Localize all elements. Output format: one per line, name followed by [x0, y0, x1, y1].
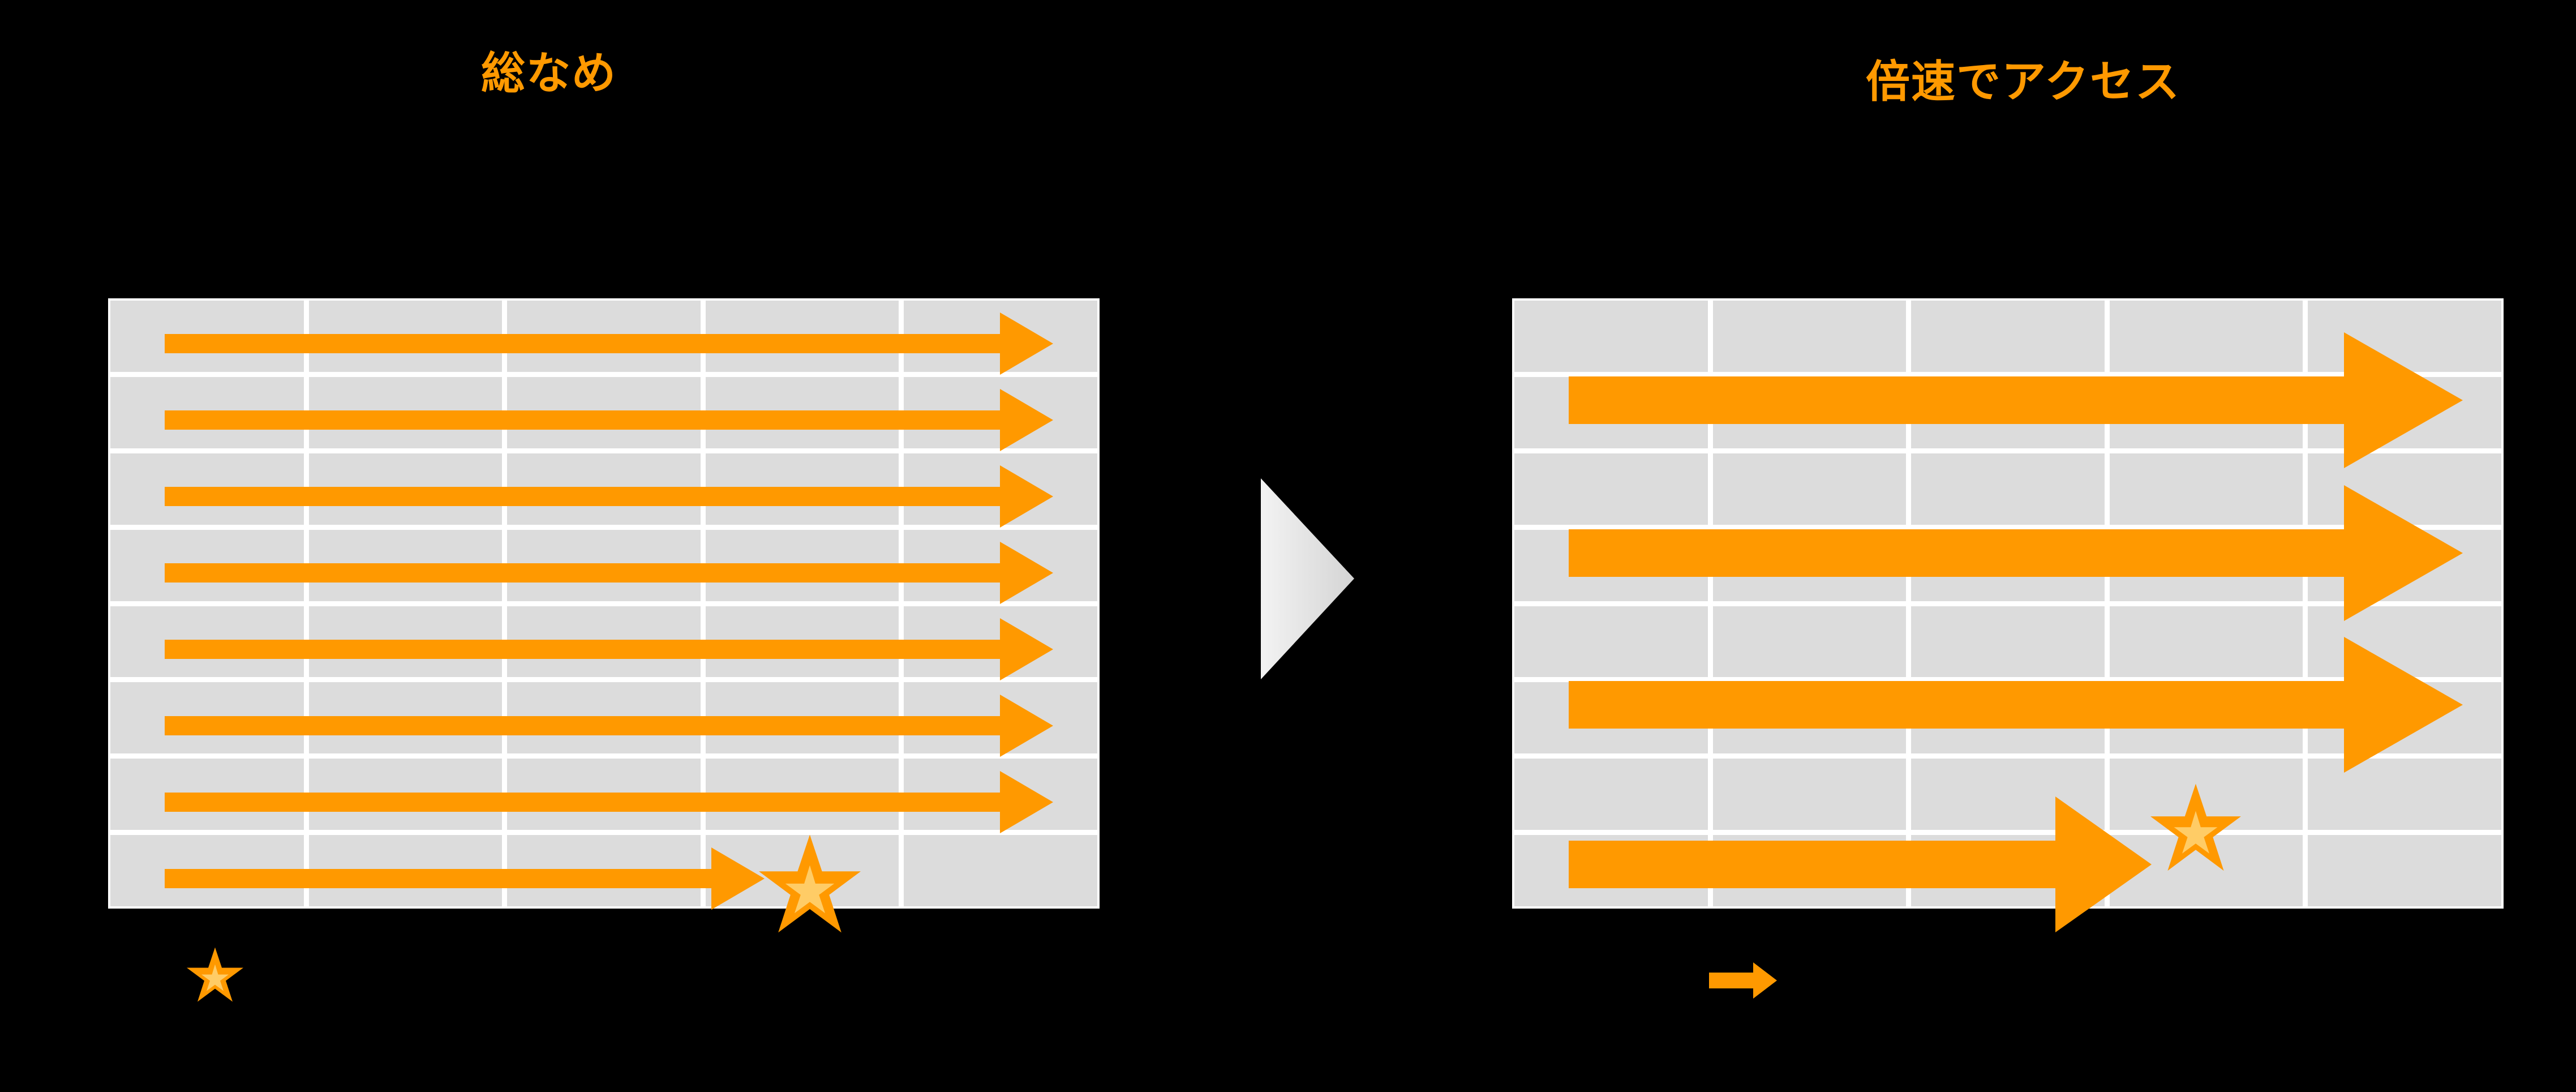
table-cell: [507, 529, 701, 601]
table-cell: [1712, 453, 1907, 525]
table-cell: [507, 835, 701, 906]
table-cell: [308, 606, 503, 678]
table-cell: [1514, 759, 1708, 830]
table-cell: [1712, 376, 1907, 448]
table-cell: [2308, 453, 2501, 525]
table-cell: [507, 376, 701, 448]
table-cell: [2109, 682, 2303, 754]
table-cell: [1514, 529, 1708, 601]
table-cell: [308, 453, 503, 525]
table-cell: [507, 301, 701, 372]
table-cell: [2109, 759, 2303, 830]
right-table-grid: [1512, 298, 2504, 909]
table-cell: [308, 682, 503, 754]
table-cell: [705, 529, 899, 601]
table-cell: [308, 759, 503, 830]
table-cell: [308, 376, 503, 448]
table-cell: [1911, 835, 2105, 906]
table-cell: [705, 759, 899, 830]
table-cell: [2308, 759, 2501, 830]
table-cell: [1911, 682, 2105, 754]
left-panel-title: 総なめ: [480, 48, 617, 98]
table-cell: [904, 606, 1097, 678]
table-cell: [2308, 301, 2501, 372]
table-cell: [110, 376, 304, 448]
table-cell: [110, 835, 304, 906]
table-cell: [2308, 376, 2501, 448]
arrow-right-icon: [1709, 962, 1777, 999]
table-cell: [1911, 376, 2105, 448]
table-cell: [507, 606, 701, 678]
table-cell: [904, 835, 1097, 906]
table-cell: [705, 606, 899, 678]
table-cell: [904, 301, 1097, 372]
table-cell: [1712, 682, 1907, 754]
table-cell: [507, 682, 701, 754]
table-cell: [110, 301, 304, 372]
table-cell: [110, 453, 304, 525]
table-cell: [1712, 606, 1907, 678]
table-cell: [904, 759, 1097, 830]
table-cell: [507, 759, 701, 830]
table-cell: [2308, 606, 2501, 678]
table-cell: [1514, 835, 1708, 906]
table-cell: [1514, 301, 1708, 372]
table-cell: [2308, 529, 2501, 601]
table-cell: [507, 453, 701, 525]
legend-arrow-entry: [1709, 962, 1792, 999]
table-cell: [1911, 759, 2105, 830]
table-cell: [1514, 606, 1708, 678]
table-cell: [308, 301, 503, 372]
left-table-grid: [108, 298, 1100, 909]
table-cell: [1514, 376, 1708, 448]
table-cell: [904, 376, 1097, 448]
table-cell: [1712, 759, 1907, 830]
table-cell: [705, 301, 899, 372]
table-cell: [2109, 606, 2303, 678]
table-cell: [110, 682, 304, 754]
table-cell: [904, 682, 1097, 754]
table-cell: [1514, 682, 1708, 754]
table-cell: [2308, 835, 2501, 906]
legend-star-entry: [187, 947, 258, 1005]
table-cell: [1712, 529, 1907, 601]
table-cell: [308, 529, 503, 601]
table-cell: [2308, 682, 2501, 754]
table-cell: [110, 606, 304, 678]
table-cell: [705, 682, 899, 754]
table-cell: [1911, 453, 2105, 525]
table-cell: [1712, 301, 1907, 372]
table-cell: [1911, 606, 2105, 678]
table-cell: [2109, 835, 2303, 906]
table-cell: [2109, 453, 2303, 525]
table-cell: [705, 376, 899, 448]
table-cell: [110, 759, 304, 830]
right-panel-title: 倍速でアクセス: [1865, 57, 2181, 106]
table-cell: [1514, 453, 1708, 525]
table-cell: [1911, 301, 2105, 372]
chevron-right-icon: [1261, 478, 1354, 679]
table-cell: [2109, 529, 2303, 601]
table-cell: [2109, 376, 2303, 448]
table-cell: [2109, 301, 2303, 372]
table-cell: [904, 453, 1097, 525]
table-cell: [1712, 835, 1907, 906]
table-cell: [1911, 529, 2105, 601]
star-icon: [187, 947, 243, 1002]
table-cell: [705, 835, 899, 906]
table-cell: [110, 529, 304, 601]
table-cell: [705, 453, 899, 525]
table-cell: [308, 835, 503, 906]
table-cell: [904, 529, 1097, 601]
